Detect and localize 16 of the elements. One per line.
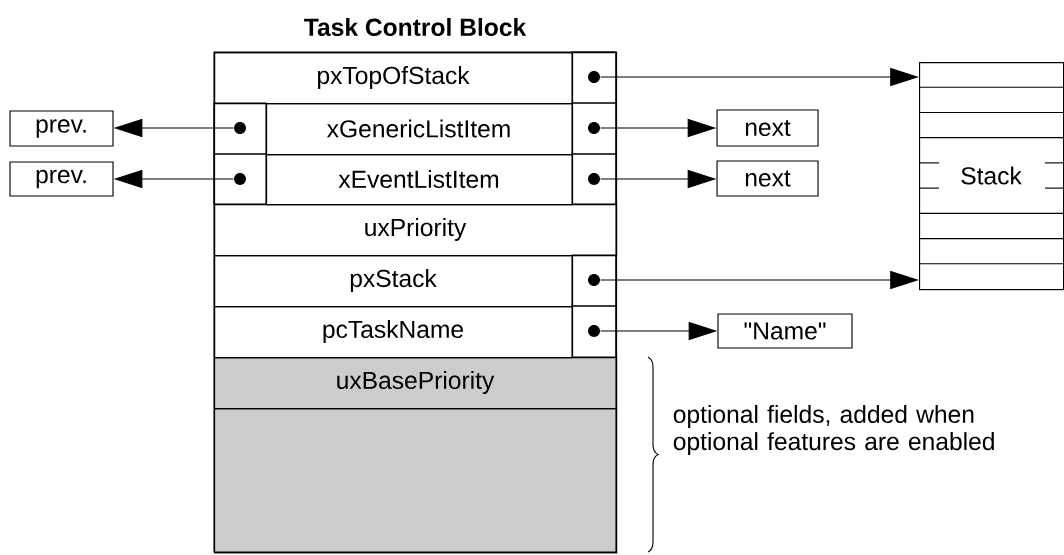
field-cell: uxBasePriority — [214, 357, 618, 410]
field-cell: pxTopOfStack — [214, 52, 574, 105]
field-area — [214, 408, 618, 554]
field-cell: xEventListItem — [266, 154, 574, 206]
pointer-target-box: "Name" — [717, 313, 853, 349]
pointer-target-box: next — [716, 109, 819, 147]
field-cell: xGenericListItem — [266, 103, 574, 156]
stack-table: Stack — [918, 62, 1064, 291]
pointer-target-box: prev. — [9, 110, 114, 147]
field-cell: uxPriority — [214, 204, 618, 257]
field-cell: pxStack — [214, 255, 574, 308]
node-label: Task Control Block — [304, 17, 527, 37]
pointer-target-box: prev. — [9, 161, 114, 197]
note-text: optional fields, added when optional features are enabled — [673, 404, 994, 456]
pointer-target-box: next — [716, 160, 819, 197]
field-cell: pcTaskName — [214, 306, 574, 359]
